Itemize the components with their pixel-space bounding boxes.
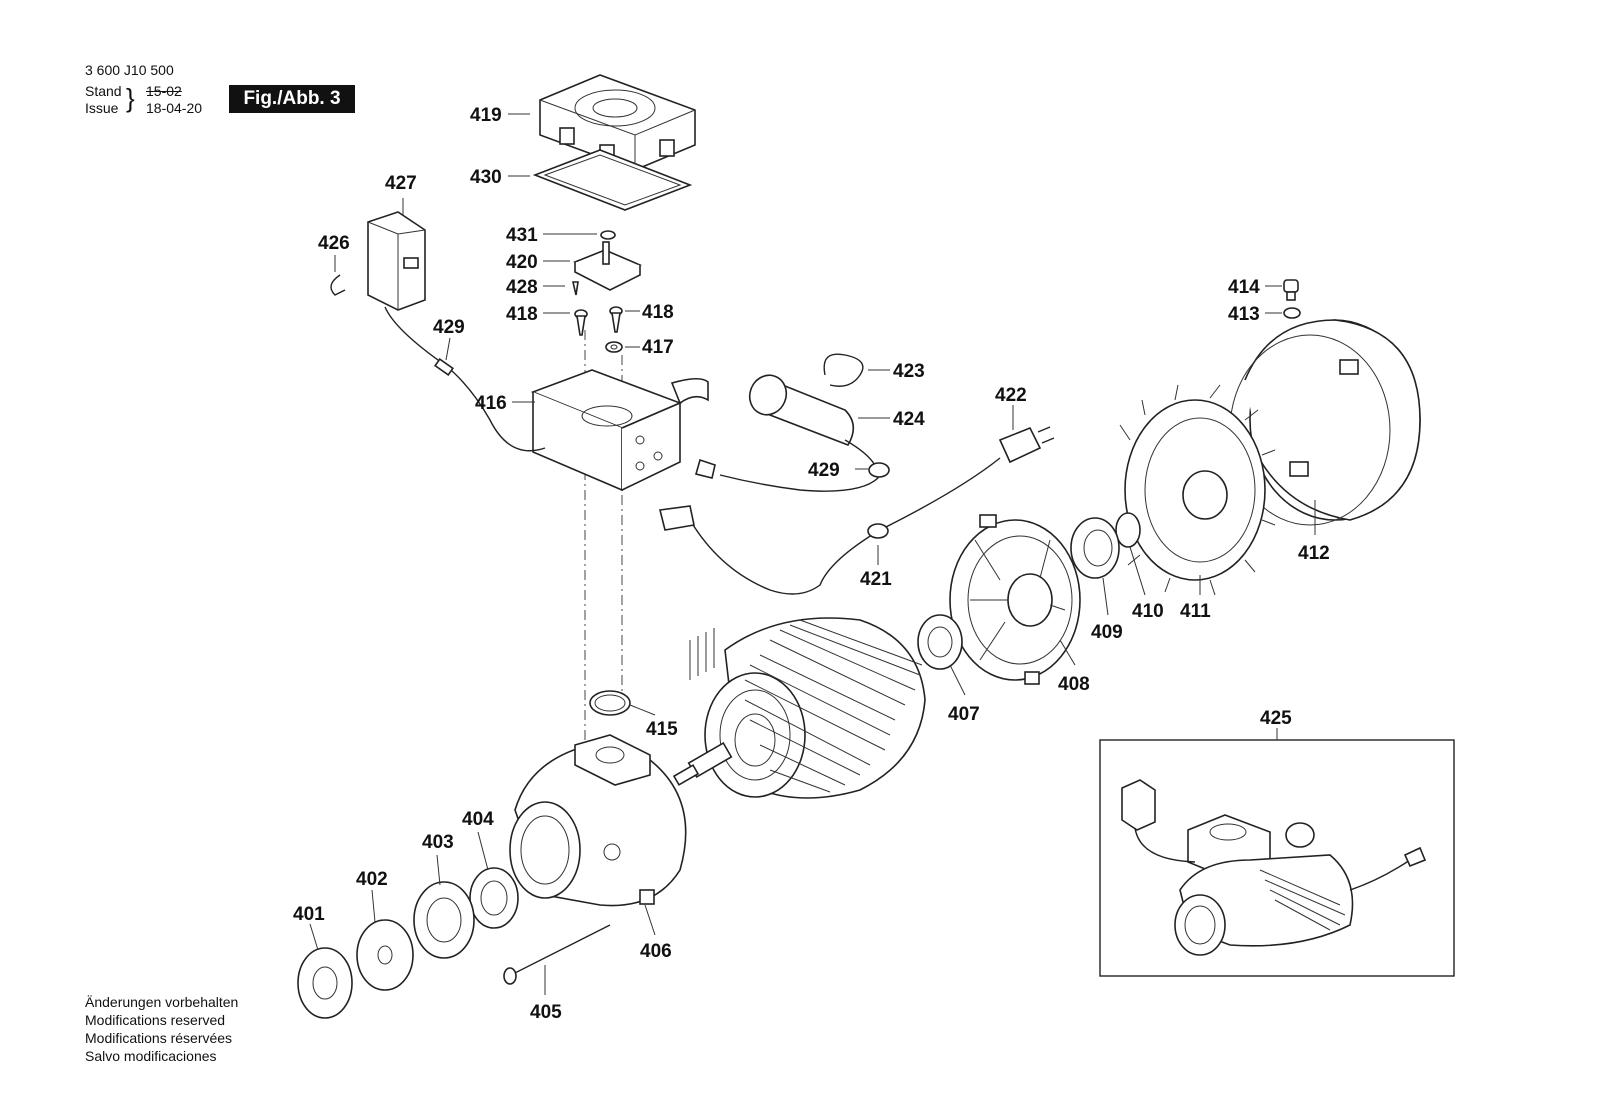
part-label-424: 424 <box>893 409 925 430</box>
switch-plate-420 <box>573 241 642 291</box>
tie-rod-405 <box>504 924 611 979</box>
cord-grommet <box>867 523 889 539</box>
motor-stator <box>704 617 926 799</box>
tie-rod-head <box>503 967 517 985</box>
part-label-431: 431 <box>506 225 538 246</box>
rotor-shaft <box>672 741 733 786</box>
part-label-430: 430 <box>470 167 502 188</box>
footer-line-en: Modifications reserved <box>85 1012 226 1028</box>
part-label-418-left: 418 <box>506 304 538 325</box>
fan-411 <box>1119 384 1276 596</box>
assembly-inset-425 <box>1099 739 1455 977</box>
part-label-422: 422 <box>995 385 1027 406</box>
document-number: 3 600 J10 500 <box>85 62 174 78</box>
part-label-408: 408 <box>1058 674 1090 695</box>
part-label-414: 414 <box>1228 277 1260 298</box>
part-label-428: 428 <box>506 277 538 298</box>
figure-badge: Fig./Abb. 3 <box>229 85 355 113</box>
part-label-411: 411 <box>1180 601 1211 622</box>
part-label-418-right: 418 <box>642 302 674 323</box>
part-label-420: 420 <box>506 252 538 273</box>
part-label-409: 409 <box>1091 622 1123 643</box>
capacitor-424 <box>748 374 855 446</box>
screw-418-right <box>609 306 623 333</box>
part-label-406: 406 <box>640 941 672 962</box>
issue-label: Issue <box>85 100 119 116</box>
part-label-412: 412 <box>1298 543 1330 564</box>
leader-lines <box>309 113 1316 995</box>
part-label-401: 401 <box>293 904 325 925</box>
part-label-425: 425 <box>1260 708 1292 729</box>
screw-414 <box>1283 279 1299 301</box>
part-label-421: 421 <box>860 569 892 590</box>
footer-line-es: Salvo modificaciones <box>85 1048 217 1064</box>
seal-409 <box>1070 517 1120 579</box>
footer-notes: Änderungen vorbehalten Modifications res… <box>85 993 238 1065</box>
stand-value: 15-02 <box>146 83 182 99</box>
part-label-429-upper: 429 <box>433 317 465 338</box>
screw-428 <box>571 281 579 296</box>
part-label-403: 403 <box>422 832 454 853</box>
spade-terminal-a <box>695 458 716 479</box>
part-label-407: 407 <box>948 704 980 725</box>
circlip-410 <box>1115 512 1141 548</box>
switch-cable <box>384 306 546 452</box>
fan-cover-412 <box>1229 319 1421 526</box>
power-cord-421 <box>689 457 1001 595</box>
bracket-423 <box>823 353 864 387</box>
bearing-403 <box>413 881 475 959</box>
part-label-419: 419 <box>470 105 502 126</box>
diffuser-401 <box>297 947 353 1019</box>
washer-417 <box>605 341 623 353</box>
part-label-404: 404 <box>462 809 494 830</box>
part-label-410: 410 <box>1132 601 1164 622</box>
part-label-429-lower: 429 <box>808 460 840 481</box>
power-plug-422 <box>998 426 1055 464</box>
spade-terminal-b <box>659 505 695 531</box>
cover-419 <box>539 74 696 171</box>
motor-leads <box>689 628 715 680</box>
part-label-416: 416 <box>475 393 507 414</box>
switch-427 <box>367 211 426 311</box>
o-ring-431 <box>600 230 616 240</box>
part-label-413: 413 <box>1228 304 1260 325</box>
part-label-426: 426 <box>318 233 350 254</box>
capacitor-leads <box>719 439 879 492</box>
grommet-429-lower <box>868 462 890 478</box>
clip-426 <box>330 274 346 296</box>
part-label-402: 402 <box>356 869 388 890</box>
washer-413 <box>1283 307 1301 319</box>
issue-value: 18-04-20 <box>146 100 203 116</box>
part-label-417: 417 <box>642 337 674 358</box>
footer-line-fr: Modifications réservées <box>85 1030 233 1046</box>
part-label-405: 405 <box>530 1002 562 1023</box>
stand-label: Stand <box>85 83 122 99</box>
part-label-427: 427 <box>385 173 417 194</box>
terminal-box-416 <box>530 369 709 492</box>
pump-housing <box>509 734 687 907</box>
part-label-423: 423 <box>893 361 925 382</box>
footer-line-de: Änderungen vorbehalten <box>85 994 239 1010</box>
part-label-415: 415 <box>646 719 678 740</box>
seal-404 <box>469 867 519 929</box>
impeller-402 <box>356 919 414 991</box>
screw-418-left <box>574 309 588 336</box>
bearing-407 <box>917 614 963 670</box>
end-shield-408 <box>949 514 1081 685</box>
brace-glyph: } <box>126 83 135 113</box>
grommet-429-upper <box>434 358 454 376</box>
